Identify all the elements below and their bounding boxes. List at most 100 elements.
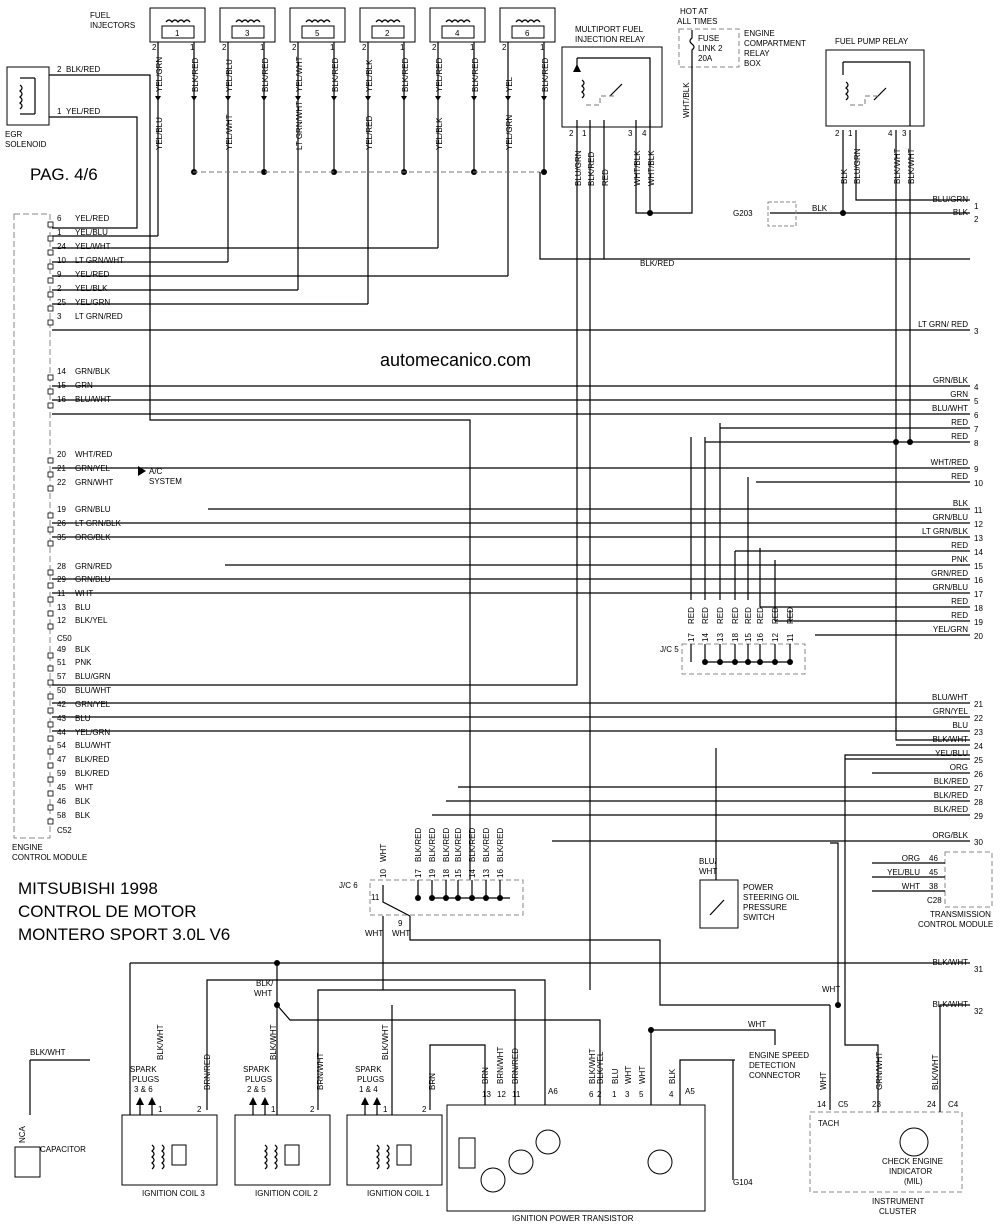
psps-label: SWITCH: [743, 913, 775, 922]
transistor-icon: [535, 1129, 561, 1155]
wire-label: BLU/: [699, 857, 718, 866]
diagram-title: CONTROL DE MOTOR: [18, 902, 197, 921]
ecm-pin-10: 10 LT GRN/WHT: [47, 256, 124, 270]
egr-pin: 1: [57, 107, 62, 116]
right-wire-number: 25: [974, 756, 983, 765]
ecm-pin-wire: BLU: [75, 603, 91, 612]
connector-c4: C4: [948, 1100, 959, 1109]
ecm-pin-wire: LT GRN/RED: [75, 312, 123, 321]
right-wire-22: GRN/YEL 22: [52, 707, 983, 723]
injector-pin: 1: [470, 43, 475, 52]
jc6-pin-wire: BLK/RED: [414, 828, 423, 862]
relay-coil-icon: [581, 79, 585, 99]
right-wire-number: 24: [974, 742, 983, 751]
tcm-label: CONTROL MODULE: [918, 920, 993, 929]
ipt-pin-number: 11: [512, 1090, 521, 1099]
right-wire-number: 31: [974, 965, 983, 974]
right-wire-number: 5: [974, 397, 979, 406]
injector-wire: YEL/BLK: [365, 59, 374, 92]
spark-plug-icon: [249, 1097, 257, 1105]
ecm-pin-number: 1: [57, 228, 62, 237]
right-wire-number: 29: [974, 812, 983, 821]
ipt-pin-group: 13BRN12BRN/WHT11BRN/RED6BLK/WHT2BLK/YEL1…: [481, 1047, 677, 1099]
injector-wire: YEL/BLU: [225, 59, 234, 92]
mfi-pin-number: 3: [628, 129, 633, 138]
wire-label: WHT: [392, 929, 410, 938]
hot-label: HOT AT: [680, 7, 708, 16]
cluster-label: INSTRUMENT: [872, 1197, 925, 1206]
injector-pin: 2: [362, 43, 367, 52]
ipt-pin-wire: BRN/RED: [511, 1048, 520, 1084]
ecrb-label: ENGINE: [744, 29, 775, 38]
ipt-pin-number: 3: [625, 1090, 630, 1099]
coil-wire: BRN: [428, 1073, 437, 1090]
ecm-pin-number: 25: [57, 298, 66, 307]
tcm-label: TRANSMISSION: [930, 910, 991, 919]
right-wire-label: BLK/RED: [934, 777, 968, 786]
coil-label: IGNITION COIL 1: [367, 1189, 430, 1198]
wire-label: BLK/: [256, 979, 274, 988]
mfi-relay-label: INJECTION RELAY: [575, 35, 646, 44]
coil-label: IGNITION COIL 3: [142, 1189, 205, 1198]
jc5-pin-number: 12: [771, 633, 780, 642]
right-wire-label: RED: [951, 418, 968, 427]
ecm-pin-wire: LT GRN/WHT: [75, 256, 124, 265]
injector-wire: YEL/GRN: [155, 57, 164, 92]
diagram-title: MONTERO SPORT 3.0L V6: [18, 925, 230, 944]
wire-label: WHT: [819, 1072, 828, 1090]
connector-a6: A6: [548, 1087, 558, 1096]
ecm-pin-number: 51: [57, 658, 66, 667]
coil-label: IGNITION COIL 2: [255, 1189, 318, 1198]
jc6-pin: 11: [371, 893, 380, 902]
ecm-pin-wire: PNK: [75, 658, 92, 667]
fuse-label: 20A: [698, 54, 713, 63]
ecrb-label: COMPARTMENT: [744, 39, 806, 48]
injector-pin: 2: [152, 43, 157, 52]
mil-label: CHECK ENGINE: [882, 1157, 943, 1166]
fuel-pump-relay: [825, 49, 925, 127]
right-wire-label: GRN/YEL: [933, 707, 969, 716]
injector-wire: LT GRN/WHT: [295, 101, 304, 150]
ground-label: G203: [733, 209, 753, 218]
right-wire-number: 22: [974, 714, 983, 723]
spark-plug-label: PLUGS: [132, 1075, 159, 1084]
ecm-pin-number: 10: [57, 256, 66, 265]
injector-number: 6: [525, 29, 530, 38]
wire-label: BLK/WHT: [30, 1048, 66, 1057]
ecm-pin-number: 58: [57, 811, 66, 820]
jc5-pin-wire: RED: [756, 607, 765, 624]
mfi-pin-wire: BLU/GRN: [574, 150, 583, 186]
spark-plug-icon: [373, 1097, 381, 1105]
tcm-pin-wire: WHT: [902, 882, 920, 891]
ipt-pin-number: 2: [597, 1090, 602, 1099]
jc6-pin-number: 17: [414, 869, 423, 878]
nca-label: NCA: [18, 1125, 27, 1143]
